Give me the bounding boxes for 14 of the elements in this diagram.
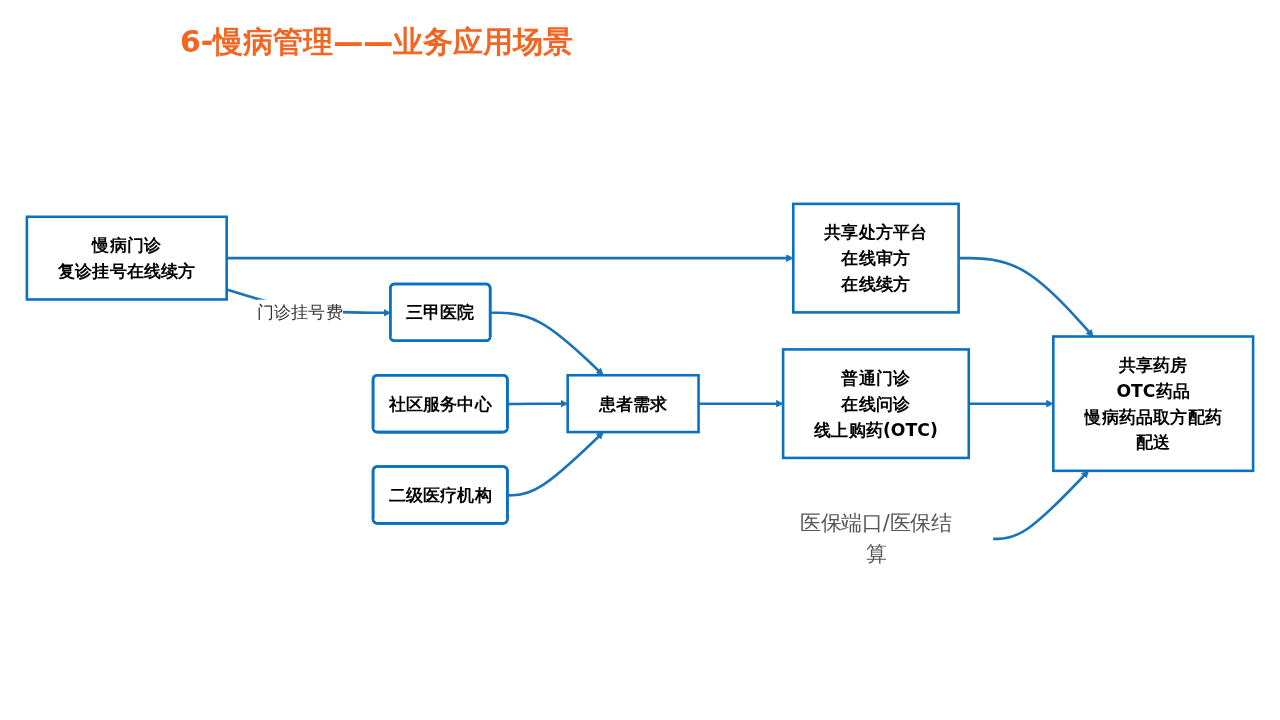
node-text: 医保端口/医保结算 [800, 511, 952, 567]
edge-label: 门诊挂号费 [256, 302, 343, 324]
node-box: 共享处方平台 在线审方 在线续方 [792, 202, 960, 315]
arrow [507, 400, 568, 408]
arrow [226, 254, 794, 263]
node-box: 慢病门诊 复诊挂号在线续方 [25, 215, 228, 302]
arrow [507, 432, 604, 498]
node-box: 共享药房 OTC药品 慢病药品取方配药 配送 [1052, 335, 1255, 473]
arrow [968, 400, 1054, 408]
arrow [698, 400, 784, 408]
node-box: 普通门诊 在线问诊 线上购药(OTC) [781, 348, 971, 460]
node-box: 患者需求 [566, 374, 700, 434]
diagram-title: 6-慢病管理——业务应用场景 [180, 23, 574, 61]
arrow [490, 311, 604, 376]
